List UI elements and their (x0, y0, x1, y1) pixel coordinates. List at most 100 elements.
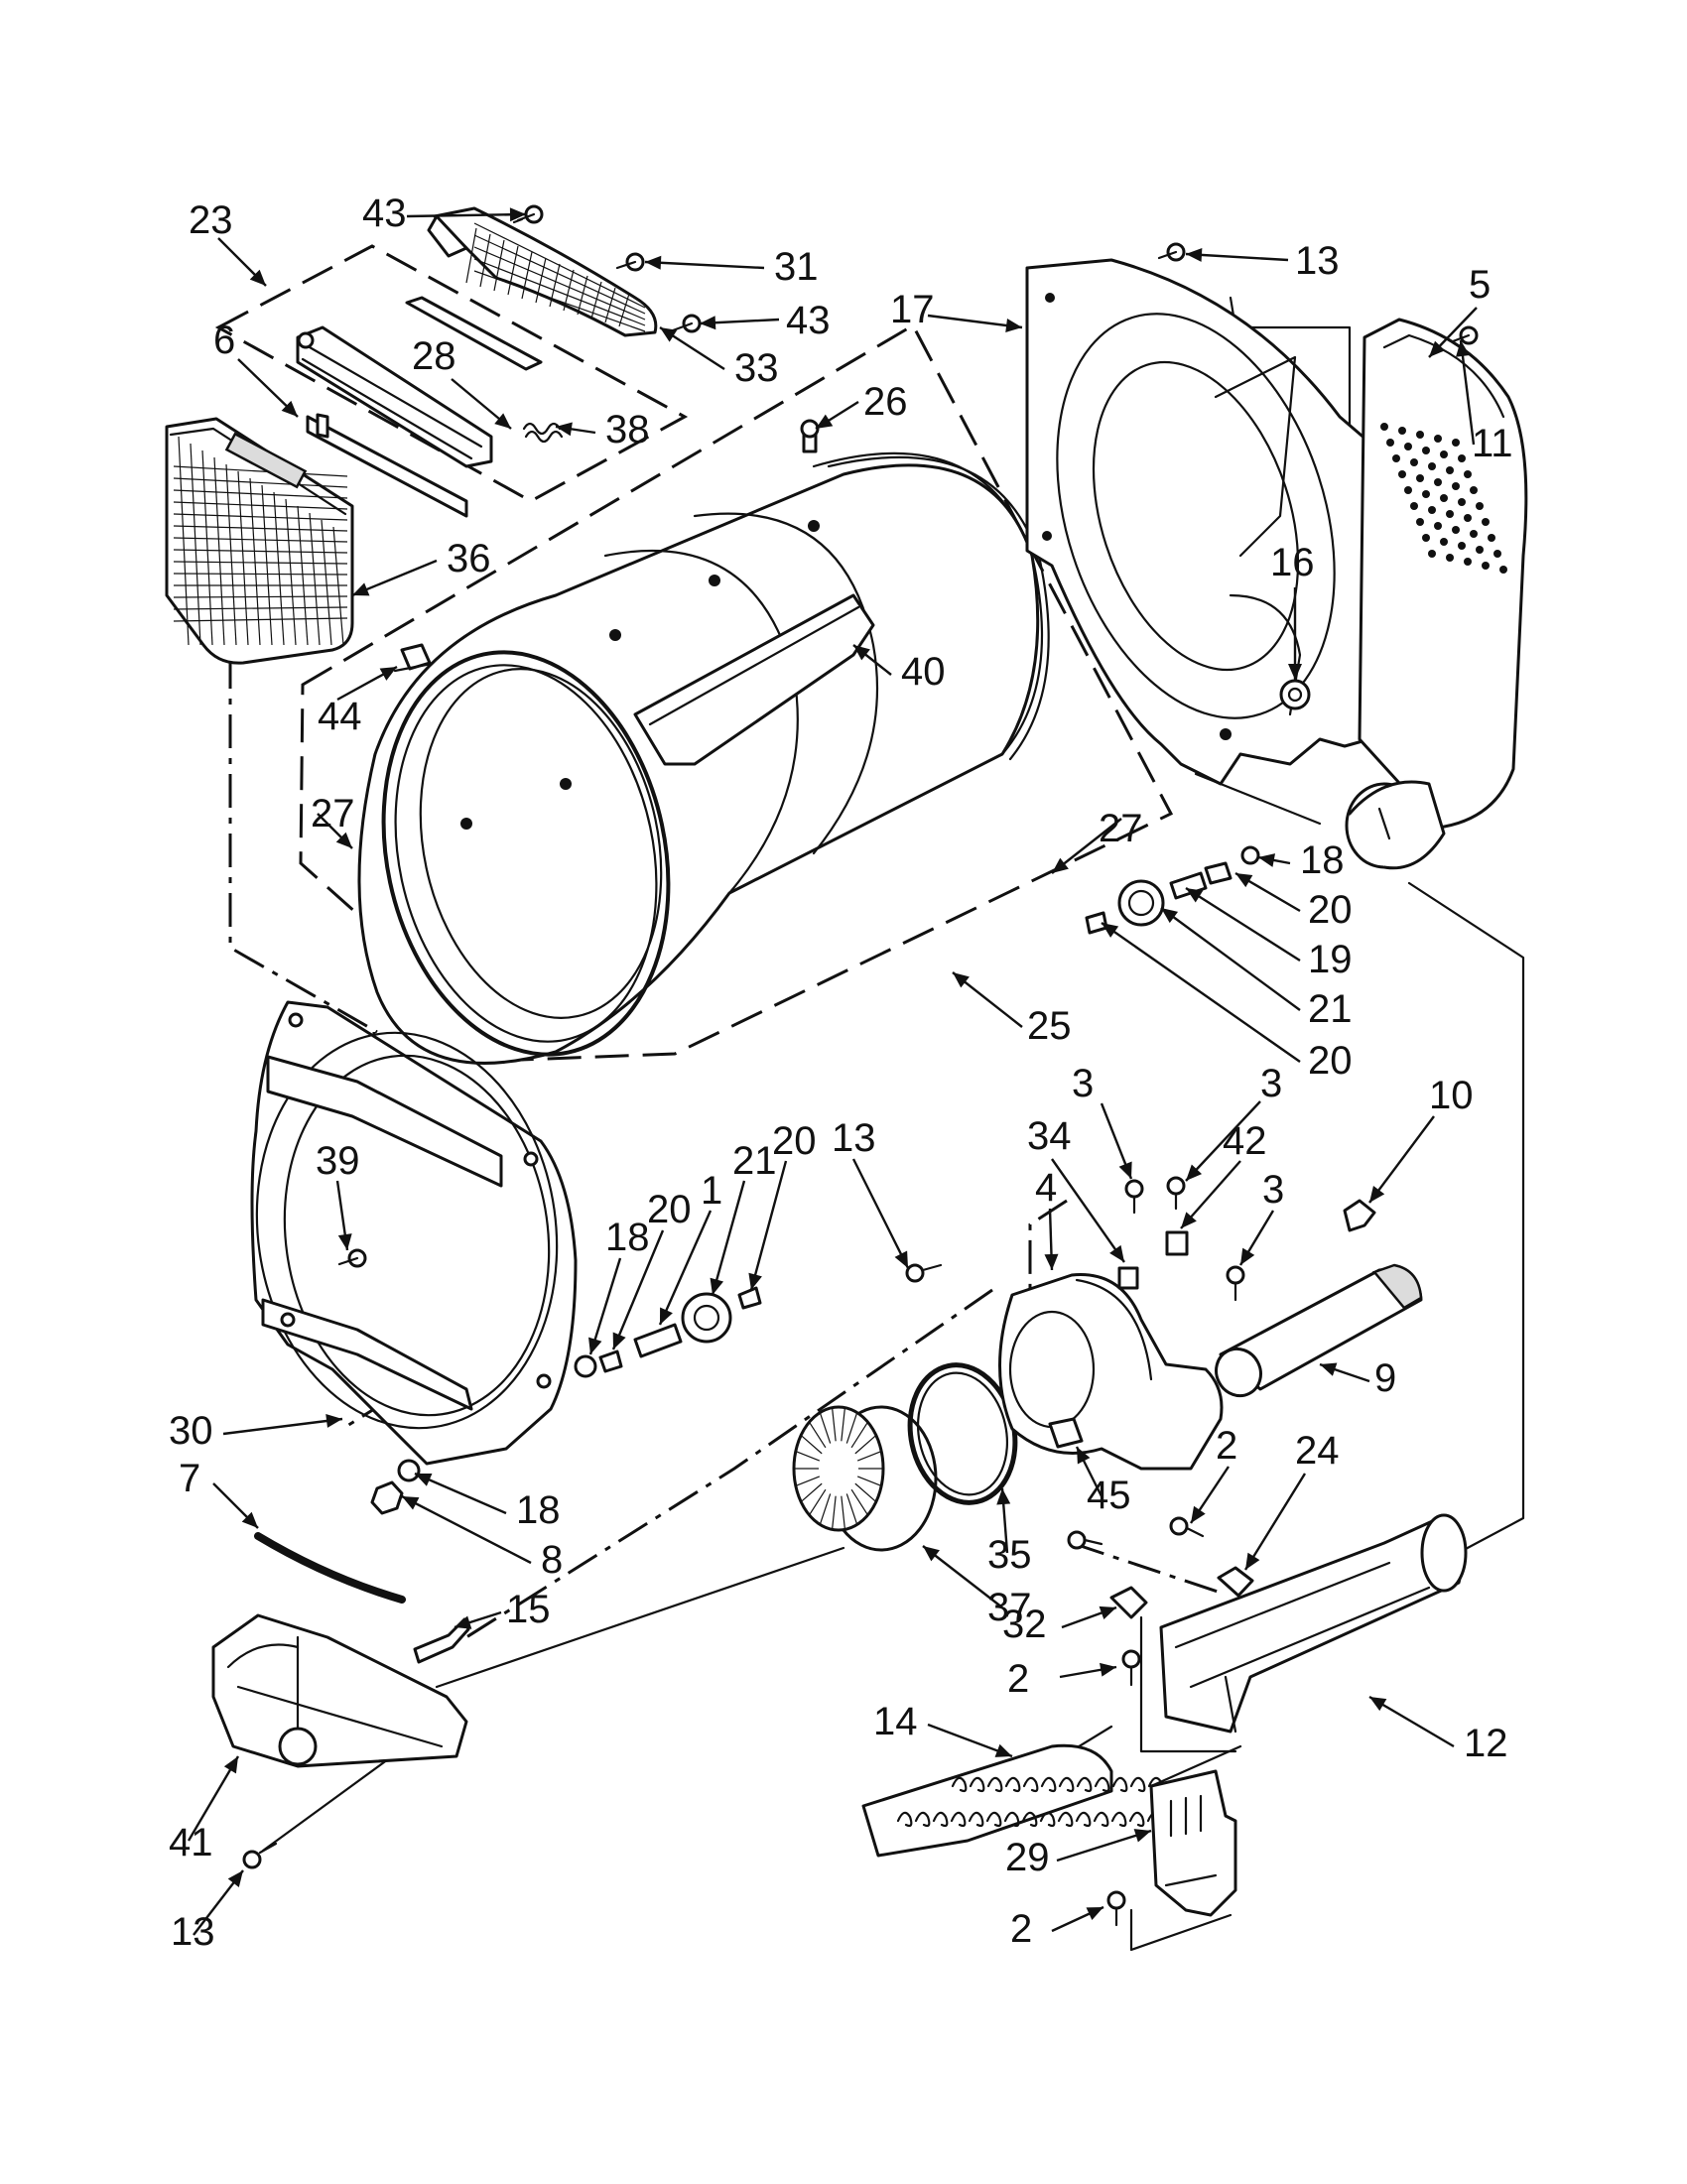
callout-33: 33 (734, 346, 779, 390)
rear-heater-shield (1345, 318, 1528, 870)
bracket-connector-2 (1149, 1744, 1242, 1788)
callout-37: 37 (987, 1586, 1032, 1629)
vent-hole (1440, 494, 1448, 502)
callout-2-b: 2 (1007, 1657, 1029, 1701)
heater-connector (1139, 1615, 1237, 1753)
vent-hole (1452, 439, 1460, 447)
right-duct-connector (1407, 881, 1525, 1560)
callout-27-left: 27 (311, 792, 355, 835)
vent-hole (1434, 478, 1442, 486)
callout-16: 16 (1270, 541, 1315, 584)
callout-21-front: 21 (732, 1139, 777, 1183)
drum-boundary (299, 322, 1174, 1062)
vent-hole (1416, 518, 1424, 526)
callout-42: 42 (1223, 1119, 1267, 1163)
callout-27-right: 27 (1099, 807, 1143, 850)
front-panel-assembly (211, 1613, 468, 1869)
callout-43-top: 43 (362, 192, 407, 235)
callout-5: 5 (1469, 263, 1491, 307)
callout-6: 6 (213, 319, 235, 362)
vent-hole (1446, 510, 1454, 518)
callout-8: 8 (541, 1538, 563, 1582)
callout-32: 32 (1002, 1603, 1047, 1646)
lint-housing-parts (296, 204, 702, 518)
vent-hole (1398, 470, 1406, 478)
vent-hole (1476, 546, 1484, 554)
callout-40: 40 (901, 650, 946, 694)
blower-connector (1028, 1199, 1068, 1335)
callout-4: 4 (1035, 1166, 1057, 1210)
vent-hole (1499, 566, 1507, 574)
callout-18-front: 18 (605, 1216, 650, 1259)
front-bulkhead (250, 1000, 578, 1466)
vent-hole (1440, 450, 1448, 458)
shield-vent-holes (1380, 423, 1507, 574)
vent-hole (1404, 443, 1412, 450)
callout-34: 34 (1027, 1114, 1072, 1158)
grill-mesh (465, 222, 646, 332)
vent-hole (1416, 474, 1424, 482)
callout-38: 38 (605, 408, 650, 451)
vent-hole (1464, 514, 1472, 522)
vent-hole (1422, 534, 1430, 542)
vent-hole (1410, 458, 1418, 466)
blower-wheel-fins (794, 1407, 883, 1530)
callout-3-c: 3 (1262, 1168, 1284, 1212)
vent-hole (1488, 534, 1495, 542)
callout-leaders (187, 207, 1478, 1936)
vent-hole (1398, 427, 1406, 435)
screw-43-mid (671, 314, 702, 333)
rear-bulkhead (1025, 242, 1376, 786)
callout-35: 35 (987, 1533, 1032, 1577)
callout-13-bottom: 13 (171, 1910, 215, 1954)
callout-12: 12 (1464, 1722, 1508, 1765)
vent-hole (1493, 550, 1501, 558)
vent-hole (1440, 538, 1448, 546)
callout-13-blower: 13 (832, 1116, 876, 1160)
callout-2-c: 2 (1010, 1907, 1032, 1951)
callout-31: 31 (774, 245, 819, 289)
callout-36: 36 (447, 537, 491, 580)
vent-hole (1482, 518, 1490, 526)
lower-connector (435, 1546, 845, 1689)
callout-25: 25 (1027, 1004, 1072, 1048)
callout-18-rear: 18 (1300, 838, 1345, 882)
callout-17: 17 (890, 288, 935, 331)
callout-2-a: 2 (1216, 1424, 1237, 1468)
callout-18-lower: 18 (516, 1488, 561, 1532)
vent-hole (1428, 550, 1436, 558)
callout-29: 29 (1005, 1836, 1050, 1879)
callout-43-mid: 43 (786, 299, 831, 342)
vent-hole (1416, 431, 1424, 439)
callout-26: 26 (863, 380, 908, 424)
bracket-connector (1129, 1908, 1233, 1952)
vent-hole (1434, 435, 1442, 443)
vent-hole (1422, 447, 1430, 454)
vent-hole (1428, 506, 1436, 514)
vent-hole (1380, 423, 1388, 431)
vent-hole (1404, 486, 1412, 494)
lint-screen-mesh (173, 436, 348, 646)
callout-28: 28 (412, 334, 456, 378)
callout-23: 23 (189, 198, 233, 242)
vent-hole (1482, 562, 1490, 570)
vent-hole (1422, 490, 1430, 498)
screw-31 (615, 252, 645, 272)
rear-panel-connector (1229, 296, 1352, 439)
vent-hole (1386, 439, 1394, 447)
callout-9: 9 (1374, 1356, 1396, 1400)
blower-wheel-connector (465, 1288, 993, 1639)
callout-labels: 43 23 31 43 33 28 38 6 36 26 40 44 27 27… (169, 192, 1513, 1954)
heater-assembly (861, 1513, 1468, 1927)
callout-15: 15 (506, 1588, 551, 1631)
callout-11: 11 (1472, 422, 1513, 465)
vent-hole (1464, 470, 1472, 478)
vent-hole (1446, 554, 1454, 562)
callout-24: 24 (1295, 1429, 1340, 1473)
callout-30: 30 (169, 1409, 213, 1453)
callout-44: 44 (318, 695, 362, 738)
drum (357, 419, 1050, 1065)
lint-screen-connector (228, 655, 378, 1034)
callout-20-rear-a: 20 (1308, 888, 1353, 932)
